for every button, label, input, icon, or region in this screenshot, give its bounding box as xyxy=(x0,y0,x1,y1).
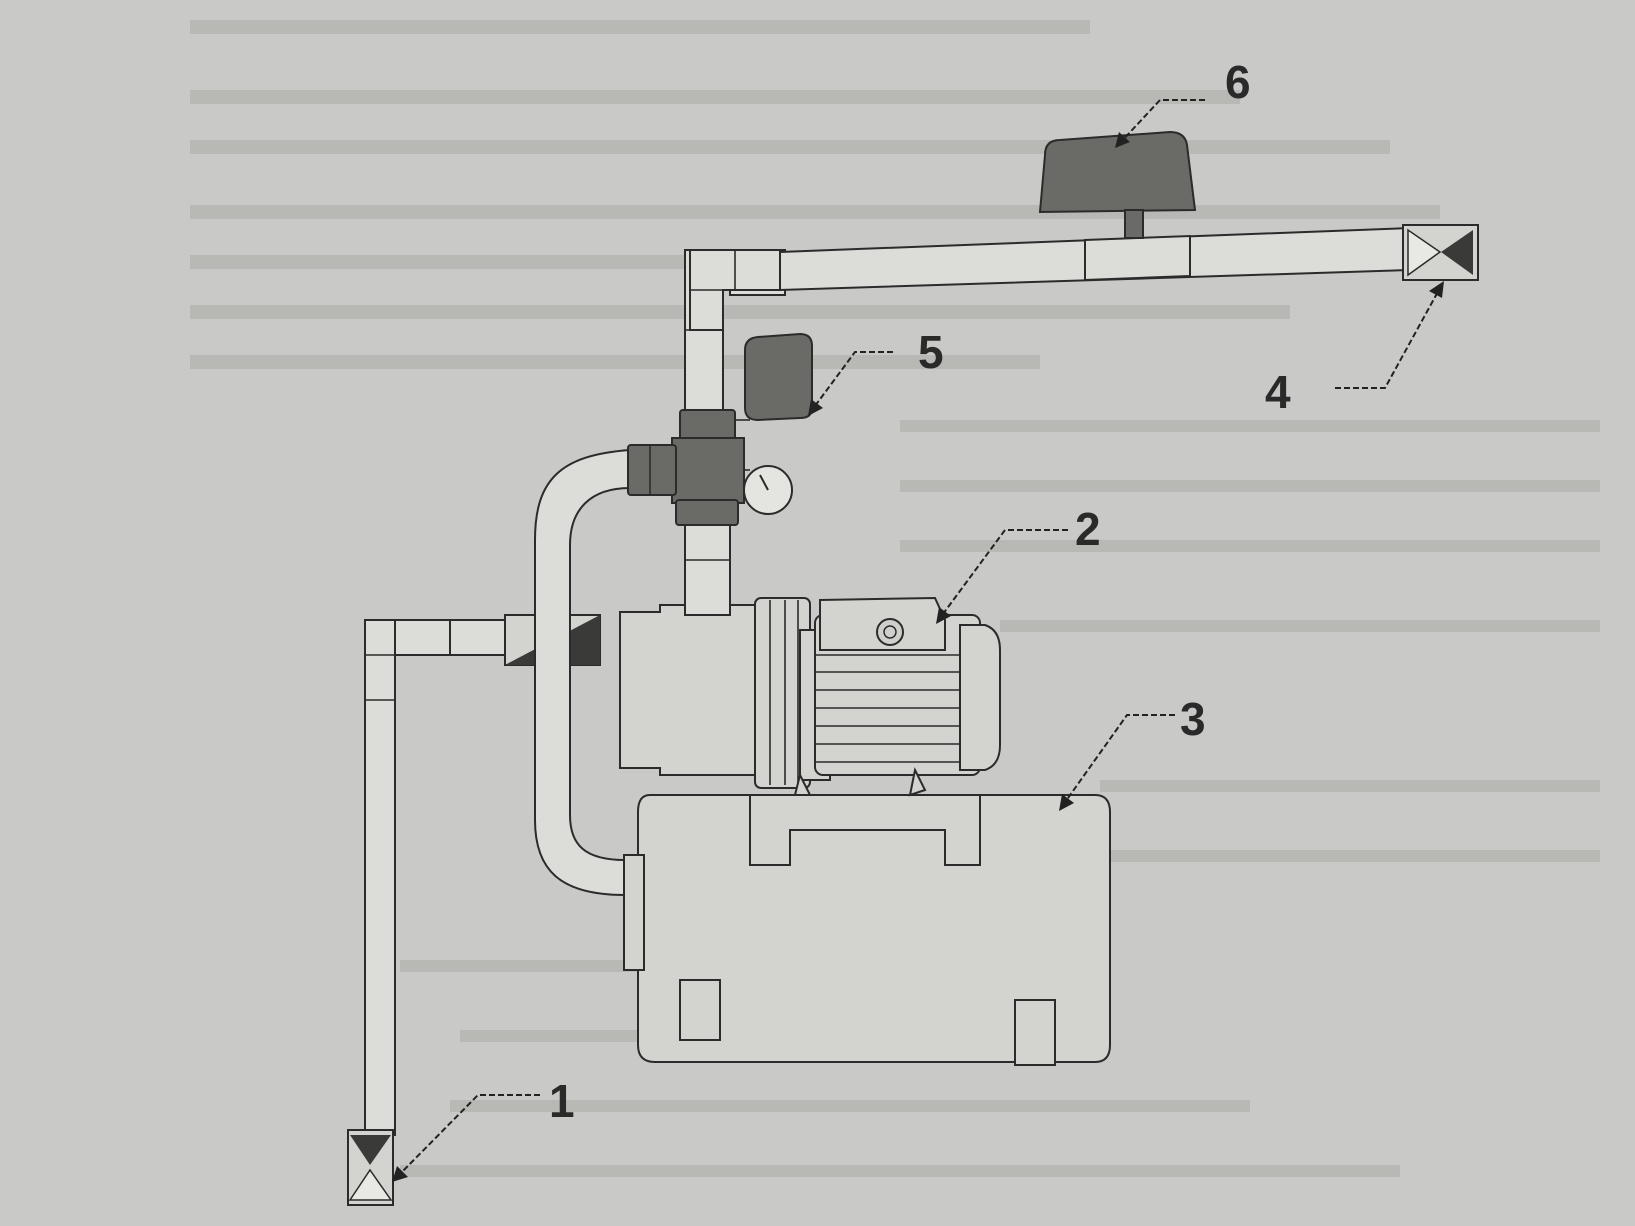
outlet-pipe xyxy=(689,226,1411,331)
callout-3: 3 xyxy=(1059,693,1206,811)
callout-1-number: 1 xyxy=(549,1075,575,1127)
pressure-tank xyxy=(623,794,1111,1066)
foot-valve xyxy=(347,1129,394,1206)
pump-housing xyxy=(619,597,831,789)
electric-motor xyxy=(793,596,1001,797)
discharge-riser xyxy=(684,249,731,616)
tank-hose xyxy=(534,448,631,897)
callout-4-number: 4 xyxy=(1265,366,1291,418)
five-way-tee-fitting xyxy=(627,409,745,526)
expansion-vessel xyxy=(1038,130,1197,239)
pressure-switch xyxy=(735,332,813,422)
callout-3-number: 3 xyxy=(1180,693,1206,745)
suction-pipe xyxy=(364,619,511,1136)
callout-5-number: 5 xyxy=(918,326,944,378)
pressure-gauge xyxy=(743,465,793,515)
callout-1: 1 xyxy=(392,1075,575,1182)
callout-2-number: 2 xyxy=(1075,503,1101,555)
callout-5: 5 xyxy=(808,326,944,416)
callout-6-number: 6 xyxy=(1225,56,1251,108)
outlet-valve xyxy=(1402,224,1479,281)
callout-6: 6 xyxy=(1115,56,1251,148)
background-text xyxy=(190,20,1600,1177)
callout-4: 4 xyxy=(1265,281,1444,418)
callout-2: 2 xyxy=(936,503,1101,624)
